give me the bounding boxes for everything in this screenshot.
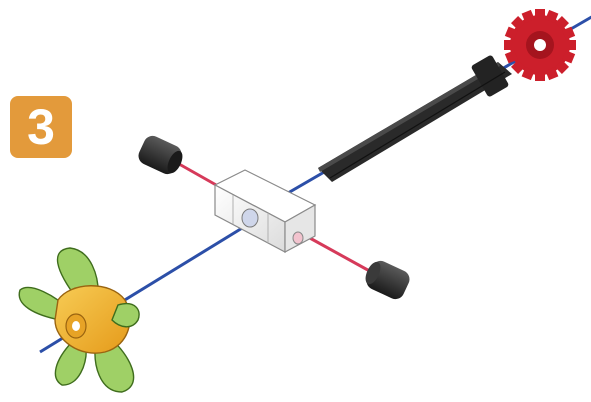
end-cap-left — [138, 135, 183, 175]
red-gear — [504, 9, 576, 81]
propeller-blade-bottom — [54, 341, 87, 386]
end-cap-right — [365, 260, 410, 300]
step-number: 3 — [27, 99, 55, 155]
propeller — [18, 247, 140, 393]
step-number-badge: 3 — [10, 96, 72, 158]
red-rod-right — [307, 235, 376, 276]
connector-block — [213, 169, 317, 253]
propeller-blade-front — [111, 303, 140, 328]
black-axle — [318, 55, 512, 182]
